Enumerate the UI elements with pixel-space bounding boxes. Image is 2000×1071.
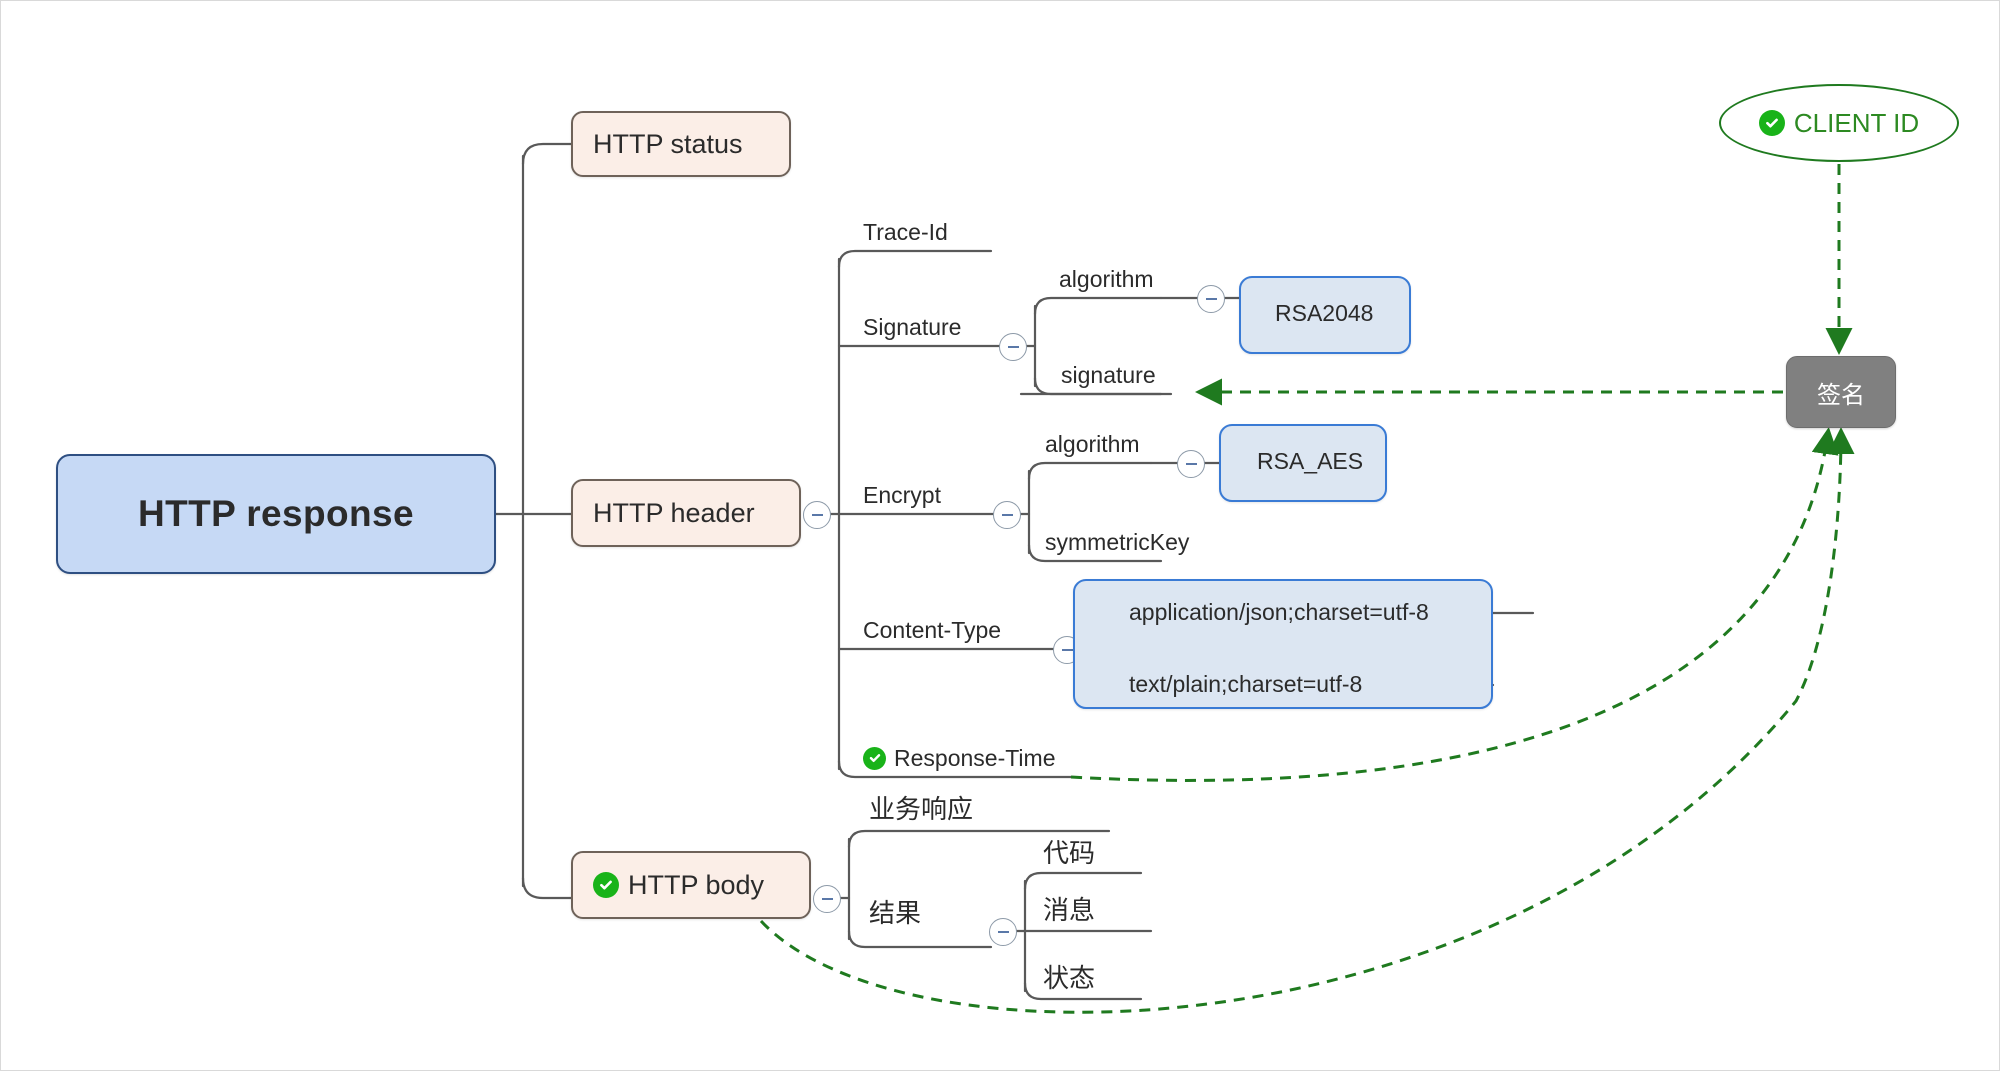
- leaf-symmetric-key[interactable]: symmetricKey: [1045, 529, 1189, 555]
- leaf-label-trace-id: Trace-Id: [863, 219, 948, 245]
- leaf-label-result-child-0: 代码: [1043, 838, 1096, 868]
- green-check-icon: [863, 746, 886, 770]
- node-label-client-id: CLIENT ID: [1793, 107, 1920, 138]
- leaf-label-result-child-2: 状态: [1043, 963, 1096, 993]
- leaf-result-child-0[interactable]: 代码: [1043, 838, 1096, 869]
- branch-label-http-header: HTTP header: [593, 497, 755, 528]
- collapse-toggle-result[interactable]: [989, 918, 1017, 946]
- leaf-result-child-2[interactable]: 状态: [1043, 963, 1096, 994]
- leaf-label-content-type: Content-Type: [863, 617, 1002, 643]
- leaf-label-encrypt-algorithm: algorithm: [1045, 431, 1140, 457]
- callout-content-type-values[interactable]: application/json;charset=utf-8 text/plai…: [1073, 579, 1493, 709]
- callout-rsa2048[interactable]: RSA2048: [1239, 276, 1411, 354]
- collapse-toggle-signature-algorithm[interactable]: [1197, 285, 1225, 313]
- branch-label-http-body: HTTP body: [628, 869, 765, 900]
- leaf-encrypt-algorithm[interactable]: algorithm: [1045, 431, 1140, 457]
- leaf-label-signature-value: signature: [1061, 362, 1156, 388]
- leaf-label-signature-group: Signature: [863, 314, 962, 340]
- collapse-toggle-http-header[interactable]: [803, 501, 831, 529]
- callout-value-rsa2048: RSA2048: [1275, 300, 1374, 326]
- leaf-trace-id[interactable]: Trace-Id: [863, 219, 948, 245]
- leaf-label-result: 结果: [869, 898, 922, 928]
- leaf-signature-value[interactable]: signature: [1061, 362, 1156, 388]
- leaf-encrypt[interactable]: Encrypt: [863, 482, 941, 508]
- callout-value-rsa-aes: RSA_AES: [1257, 448, 1364, 474]
- leaf-label-encrypt: Encrypt: [863, 482, 941, 508]
- node-client-id[interactable]: CLIENT ID: [1719, 84, 1959, 162]
- node-label-sign: 签名: [1817, 381, 1865, 409]
- root-label: HTTP response: [138, 493, 414, 534]
- leaf-result-child-1[interactable]: 消息: [1043, 895, 1096, 926]
- leaf-content-type[interactable]: Content-Type: [863, 617, 1001, 643]
- callout-rsa-aes[interactable]: RSA_AES: [1219, 424, 1387, 502]
- leaf-label-result-child-1: 消息: [1043, 895, 1096, 925]
- node-sign[interactable]: 签名: [1786, 356, 1896, 428]
- leaf-result[interactable]: 结果: [869, 898, 922, 929]
- branch-label-http-status: HTTP status: [593, 128, 743, 159]
- collapse-toggle-encrypt[interactable]: [993, 501, 1021, 529]
- branch-node-http-body[interactable]: HTTP body: [571, 851, 811, 919]
- callout-value-content-type-0: application/json;charset=utf-8: [1129, 599, 1429, 625]
- collapse-toggle-http-body[interactable]: [813, 885, 841, 913]
- green-check-icon: [1758, 110, 1785, 136]
- green-check-icon: [593, 872, 619, 898]
- leaf-response-time[interactable]: Response-Time: [863, 745, 1055, 771]
- leaf-signature-algorithm[interactable]: algorithm: [1059, 266, 1154, 292]
- branch-node-http-header[interactable]: HTTP header: [571, 479, 801, 547]
- leaf-label-signature-algorithm: algorithm: [1059, 266, 1154, 292]
- branch-node-http-status[interactable]: HTTP status: [571, 111, 791, 177]
- callout-value-content-type-1: text/plain;charset=utf-8: [1129, 671, 1363, 697]
- root-node-http-response[interactable]: HTTP response: [56, 454, 496, 574]
- leaf-label-response-time: Response-Time: [894, 745, 1056, 771]
- collapse-toggle-signature[interactable]: [999, 333, 1027, 361]
- leaf-signature-group[interactable]: Signature: [863, 314, 961, 340]
- collapse-toggle-encrypt-algorithm[interactable]: [1177, 450, 1205, 478]
- leaf-business-response[interactable]: 业务响应: [869, 794, 974, 825]
- leaf-label-symmetric-key: symmetricKey: [1045, 529, 1190, 555]
- leaf-label-business-response: 业务响应: [869, 794, 974, 824]
